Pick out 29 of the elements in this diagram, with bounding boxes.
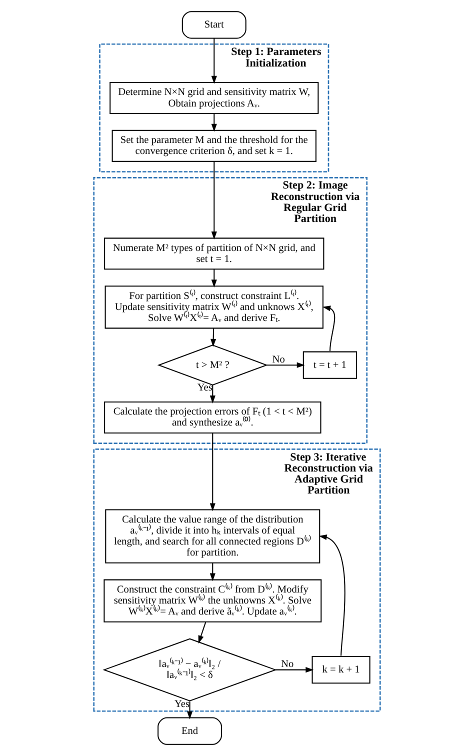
edge-label: No [281,659,294,670]
node-box: t = t + 1 [302,351,358,379]
node-box: Construct the constraint C⁽ᵏ⁾ from D⁽ᵏ⁾. Modify sensitivity matrix W⁽ᵏ⁾ the unknowns X⁽ᵏ⁾. Solve W⁽ᵏ⁾X⁽ᵏ⁾= Aᵥ and derive ãᵥ⁽ᵏ⁾. Update aᵥ⁽ᵏ⁾. [104,579,322,622]
arrow [211,38,217,84]
node-box: For partition S⁽ᵗ⁾, construct constraint L⁽ᵗ⁾. Update sensitivity matrix W⁽ᵗ⁾ and unknows X⁽ᵗ⁾, Solve W⁽ᵗ⁾X⁽ᵗ⁾= Aᵥ and derive Fₜ. [104,286,324,329]
node-box: Start [182,11,246,39]
node-box: Determine N×N grid and sensitivity matrix W, Obtain projections Aᵥ. [110,82,319,114]
node-box: Numerate M² types of partition of N×N grid, and set t = 1. [104,238,324,270]
arrow [322,306,336,352]
edge-label: No [272,354,285,366]
arrow [211,161,217,240]
node-box: Calculate the value range of the distribution aᵥ⁽ᵏ⁻¹⁾, divide it into hₖ intervals of equal length, and search for all connected regions D⁽ᵏ⁾ for partition. [105,509,320,564]
arrow [210,328,216,347]
arrow [211,269,217,288]
node-box: Set the parameter M and the threshold for the convergence criterion δ, and set k = 1. [112,130,316,162]
edge-label: Yes [174,699,190,710]
arrow [210,563,216,582]
arrow [318,534,346,656]
node-box: End [158,717,222,745]
node-diamond: ‖aᵥ⁽ᵏ⁻¹⁾ − aᵥ⁽ᵏ⁾‖₂ / ‖aᵥ⁽ᵏ⁻¹⁾‖₂ < δ [102,638,277,702]
arrow [186,702,193,720]
arrow [211,114,217,132]
arrow [210,433,216,512]
node-box: Calculate the projection errors of Fₜ (1 < t < M²) and synthesize aᵥ⁽⁰⁾. [104,401,322,434]
arrow [275,667,314,673]
arrow [198,622,206,644]
arrow [266,362,305,368]
arrow [210,385,216,404]
node-box: k = k + 1 [312,656,370,684]
